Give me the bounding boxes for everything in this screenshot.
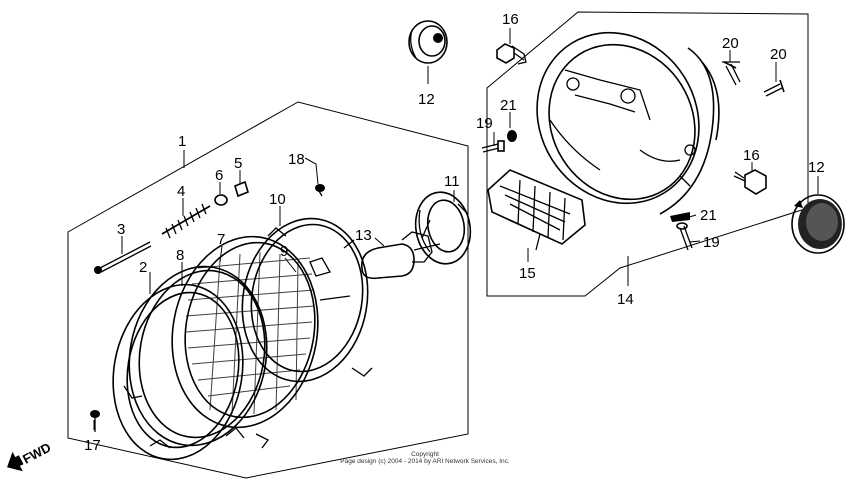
adjust-spring-4: [161, 203, 211, 239]
nut-21-right: [670, 212, 690, 222]
bolt-16-right: [733, 169, 767, 195]
callout-21-right: 21: [700, 207, 717, 224]
callout-16-right: 16: [743, 147, 760, 164]
callout-10: 10: [269, 191, 286, 208]
callout-18: 18: [288, 151, 305, 168]
nut-21-top: [507, 130, 517, 142]
callout-19-top: 19: [476, 115, 493, 132]
callout-20-a: 20: [722, 35, 739, 52]
clip-5: [234, 180, 249, 198]
headlight-rim: [128, 265, 268, 447]
callout-13: 13: [355, 227, 372, 244]
callout-19-right: 19: [703, 234, 720, 251]
callout-1: 1: [178, 133, 186, 150]
screw-3: [94, 241, 152, 274]
callout-12-top: 12: [418, 91, 435, 108]
bolt-16-top: [496, 43, 527, 65]
callout-3: 3: [117, 221, 125, 238]
leader-lines: [93, 28, 819, 430]
screw-19-right: [676, 222, 693, 251]
callout-11: 11: [444, 173, 460, 190]
callout-9: 9: [280, 243, 288, 260]
screw-19-top: [481, 140, 505, 153]
screw-17: [90, 410, 100, 432]
forward-arrow-icon: [7, 451, 24, 472]
callout-15: 15: [519, 265, 536, 282]
callout-6: 6: [215, 167, 223, 184]
copyright-line-1: Copyright: [411, 451, 439, 458]
callout-8: 8: [176, 247, 184, 264]
bulb-socket-ring: [414, 191, 472, 265]
headlight-assembly-boundary: [67, 101, 469, 479]
callout-20-b: 20: [770, 46, 787, 63]
copyright-footer: Copyright Page design (c) 2004 - 2014 by…: [0, 451, 850, 465]
headlight-bulb: [361, 219, 441, 280]
washer-6: [214, 194, 228, 206]
headlight-case: [536, 31, 720, 215]
callout-12-right: 12: [808, 159, 825, 176]
copyright-line-2: Page design (c) 2004 - 2014 by ARI Netwo…: [340, 458, 510, 465]
headlight-case-boundary: [486, 11, 809, 297]
callout-4: 4: [177, 183, 185, 200]
callout-16-top: 16: [502, 11, 519, 28]
screw-20-b: [763, 79, 785, 97]
callout-5: 5: [234, 155, 242, 172]
grommet-right: [791, 194, 845, 254]
callout-7: 7: [217, 231, 225, 248]
callout-14: 14: [617, 291, 634, 308]
screw-20-a: [722, 61, 741, 86]
callout-21-top: 21: [500, 97, 517, 114]
screw-18: [315, 184, 325, 197]
outer-trim-ring: [112, 283, 269, 461]
callout-17: 17: [84, 437, 101, 454]
headlight-socket: [487, 169, 586, 251]
callout-2: 2: [139, 259, 147, 276]
grommet-top: [408, 20, 448, 64]
